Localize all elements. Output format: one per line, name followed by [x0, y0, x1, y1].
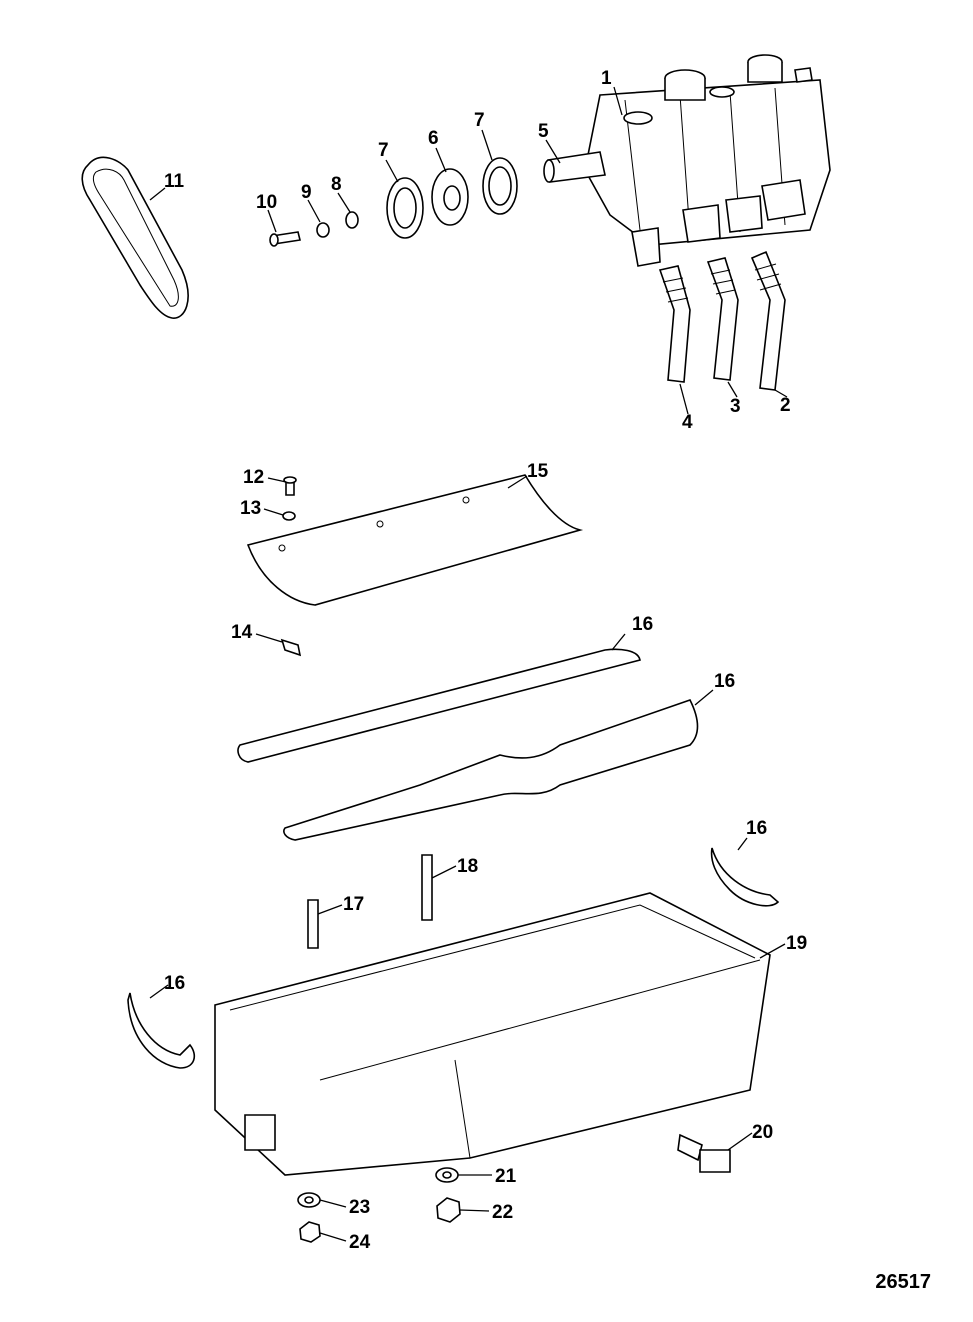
callout-16-middle: 16: [714, 671, 735, 692]
pump-outlet-fittings: [631, 179, 806, 267]
bolt-10: [269, 231, 301, 247]
callout-16-left-seal: 16: [164, 973, 185, 994]
washer-23: [297, 1192, 321, 1208]
windage-tray-15: [246, 474, 584, 606]
callout-24: 24: [349, 1232, 371, 1253]
lockwasher-9: [316, 222, 330, 238]
front-seal-16: [127, 992, 196, 1069]
oil-pan-gasket-left: [237, 648, 641, 763]
callout-23: 23: [349, 1197, 370, 1218]
nut-22: [436, 1197, 461, 1223]
washer-7-left: [386, 177, 424, 239]
callout-8: 8: [331, 174, 342, 195]
callout-1: 1: [601, 68, 612, 89]
callout-12: 12: [243, 467, 264, 488]
callout-labels: 1 2 3 4 5 6 7 7 8 9 10 11 12 13 14 15 16…: [164, 68, 807, 1253]
figure-number: 26517: [875, 1271, 931, 1293]
screw-12: [283, 476, 297, 496]
nut-24: [299, 1221, 321, 1243]
callout-3: 3: [730, 396, 741, 417]
callout-14: 14: [231, 622, 253, 643]
washer-13: [282, 511, 296, 521]
stud-17: [307, 899, 319, 949]
hose-4: [658, 265, 691, 383]
callout-15: 15: [527, 461, 549, 482]
callout-13: 13: [240, 498, 261, 519]
callout-7-right: 7: [474, 110, 485, 131]
callout-18: 18: [457, 856, 478, 877]
oil-pump-assembly: [584, 54, 831, 246]
leader-lines: [149, 86, 788, 1242]
callout-22: 22: [492, 1202, 513, 1223]
callout-6: 6: [428, 128, 439, 149]
callout-2: 2: [780, 395, 791, 416]
washer-21: [435, 1167, 459, 1183]
callout-17: 17: [343, 894, 364, 915]
oil-pan-gasket-right: [283, 699, 699, 841]
callout-21: 21: [495, 1166, 517, 1187]
drive-belt-11: [81, 156, 189, 319]
callout-16-right-seal: 16: [746, 818, 767, 839]
rear-main-seal-16: [710, 847, 780, 907]
pump-drive-shaft: [543, 151, 606, 183]
clip-14: [280, 638, 302, 657]
callout-20: 20: [752, 1122, 773, 1143]
hose-2: [750, 250, 786, 391]
washer-8: [345, 211, 359, 229]
callout-4: 4: [682, 412, 693, 433]
stud-18: [421, 854, 433, 921]
callout-10: 10: [256, 192, 277, 213]
washer-7-right: [482, 157, 518, 215]
sensor-20: [677, 1133, 731, 1173]
pulley-gear-6: [431, 168, 469, 226]
callout-16-top: 16: [632, 614, 653, 635]
oil-pan-19: [214, 892, 771, 1176]
callout-7-left: 7: [378, 140, 389, 161]
callout-9: 9: [301, 182, 312, 203]
callout-11: 11: [164, 171, 185, 192]
hose-3: [706, 257, 739, 381]
callout-5: 5: [538, 121, 549, 142]
callout-19: 19: [786, 933, 807, 954]
